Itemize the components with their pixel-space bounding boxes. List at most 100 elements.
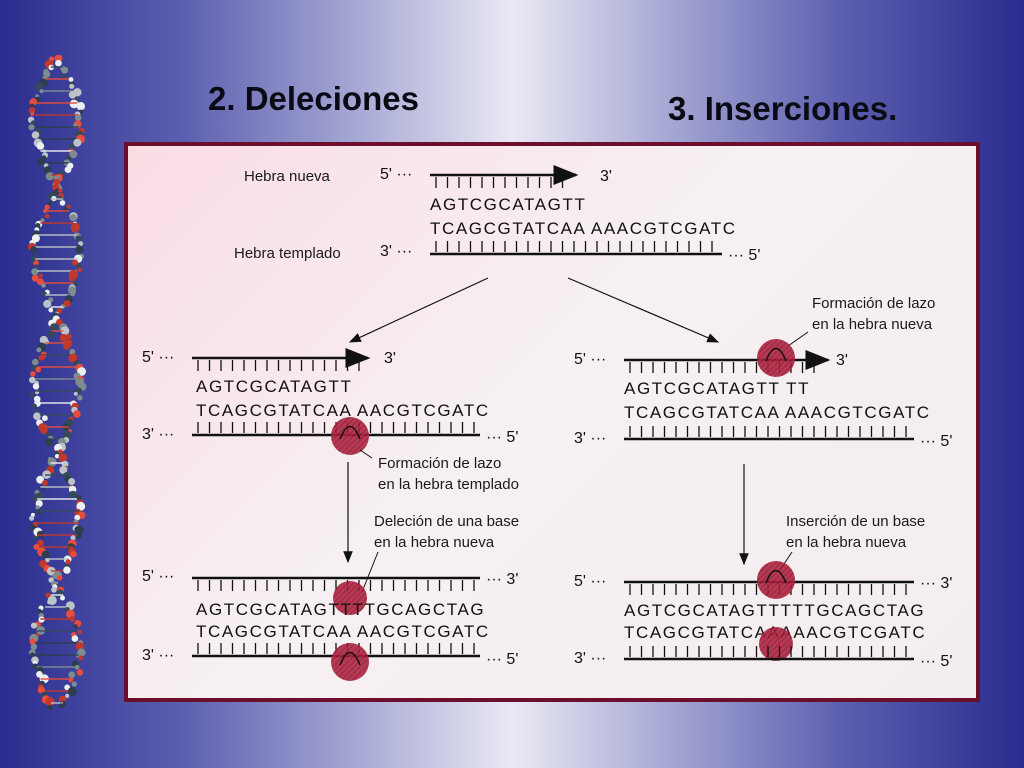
dna-atom <box>35 366 42 373</box>
dna-atom <box>78 655 84 661</box>
dna-atom <box>37 157 46 166</box>
dna-atom <box>45 172 54 181</box>
dna-atom <box>74 96 79 101</box>
dna-helix-decoration <box>27 55 87 710</box>
dna-atom <box>56 318 63 326</box>
del1-seq-template: TCAGCGTATCAA AACGTCGATC <box>196 401 490 420</box>
heading-insertions: 3. Inserciones. <box>668 90 898 127</box>
dna-atom <box>75 532 82 539</box>
dna-atom <box>68 90 77 99</box>
dna-atom <box>40 218 45 223</box>
dna-atom <box>38 273 43 278</box>
dna-atom <box>76 669 84 676</box>
del1-new-strand <box>192 348 371 371</box>
del2-top-loop <box>333 581 367 615</box>
del1-loop <box>331 417 369 455</box>
del2-new-3-end: ··· 3' <box>486 571 518 588</box>
dna-atom <box>68 275 75 282</box>
dna-atom <box>60 326 70 336</box>
dna-atom <box>59 334 68 343</box>
dna-atom <box>30 643 37 650</box>
dna-atom <box>30 246 37 253</box>
del-loop-note-1: Formación de lazo <box>378 455 501 472</box>
dna-atom <box>73 410 81 418</box>
dna-atom <box>43 166 52 175</box>
dna-atom <box>34 82 43 91</box>
dna-atom <box>61 66 69 74</box>
dna-atom <box>61 460 69 468</box>
dna-atom <box>75 245 84 254</box>
dna-atom <box>75 235 82 242</box>
dna-atom <box>58 453 68 462</box>
dna-atom <box>31 274 39 282</box>
ins-result-note-1: Inserción de un base <box>786 513 925 530</box>
del1-loop-pointer <box>359 449 373 459</box>
mutation-diagram: Hebra nueva 5' ··· 3' AGTCGCATAGTT TCAGC… <box>142 165 952 681</box>
ins1-seq-new: AGTCGCATAGTT TT <box>624 379 810 398</box>
del-result-pointer <box>361 551 379 593</box>
dna-atom <box>47 704 53 710</box>
dna-atom <box>73 138 82 147</box>
top-new-5-end: 5' ··· <box>380 166 412 183</box>
ins2-new-5-end: 5' ··· <box>574 573 606 590</box>
dna-atom <box>68 671 76 679</box>
dna-atom <box>54 454 60 459</box>
dna-atom <box>68 143 75 150</box>
ins1-new-5-end: 5' ··· <box>574 351 606 368</box>
dna-atom <box>30 112 35 116</box>
mutation-diagram-panel: Hebra nueva 5' ··· 3' AGTCGCATAGTT TCAGC… <box>124 142 980 702</box>
arrow-to-insertion <box>567 277 720 343</box>
del2-seq-template: TCAGCGTATCAA AACGTCGATC <box>196 622 490 641</box>
ins2-new-3-end: ··· 3' <box>920 575 952 592</box>
dna-atom <box>36 475 44 484</box>
dna-atom <box>64 166 72 173</box>
top-template-strand <box>430 241 722 256</box>
dna-atom <box>33 412 41 421</box>
dna-atom <box>65 559 71 565</box>
dna-atom <box>30 622 38 629</box>
top-new-strand <box>430 165 579 188</box>
ins2-seq-new: AGTCGCATAGTTTTTGCAGCTAG <box>624 601 925 620</box>
dna-atom <box>76 501 86 511</box>
dna-atom <box>71 681 77 687</box>
dna-atom <box>35 500 43 508</box>
dna-atom <box>29 638 36 646</box>
dna-atom <box>61 73 67 79</box>
top-new-3-end: 3' <box>600 168 612 185</box>
dna-atom <box>43 299 52 308</box>
dna-atom <box>29 98 37 106</box>
ins2-bottom-loop <box>759 627 793 661</box>
del-result-note-1: Deleción de una base <box>374 513 519 530</box>
dna-atom <box>76 495 82 501</box>
dna-atom <box>57 188 63 193</box>
ins-loop-note-2: en la hebra nueva <box>812 316 933 333</box>
dna-atom <box>30 371 36 377</box>
dna-atom <box>32 358 39 366</box>
del2-seq-new: AGTCGCATAGTTTTGCAGCTAG <box>196 600 485 619</box>
top-seq-template: TCAGCGTATCAA AAACGTCGATC <box>430 219 737 238</box>
dna-atom <box>46 431 51 437</box>
dna-atom <box>67 687 77 697</box>
dna-atom <box>76 102 85 111</box>
top-seq-new: AGTCGCATAGTT <box>430 195 586 214</box>
dna-atom <box>30 103 35 108</box>
dna-atom <box>73 624 78 629</box>
dna-atom <box>69 290 76 297</box>
dna-atom <box>44 213 50 219</box>
ins2-template-3-end: 3' ··· <box>574 650 606 667</box>
del1-template-3-end: 3' ··· <box>142 426 174 443</box>
dna-atom <box>37 539 44 547</box>
dna-atom <box>29 392 35 398</box>
dna-atom <box>36 608 42 614</box>
top-template-3-end: 3' ··· <box>380 243 412 260</box>
dna-atom <box>69 348 76 355</box>
dna-atom <box>71 635 79 642</box>
ins-loop-note-1: Formación de lazo <box>812 295 935 312</box>
ins1-template-3-end: 3' ··· <box>574 430 606 447</box>
dna-atom <box>70 535 76 541</box>
del1-new-5-end: 5' ··· <box>142 349 174 366</box>
dna-atom <box>34 264 39 269</box>
dna-atom <box>68 490 78 500</box>
ins1-template-strand <box>624 426 914 441</box>
del1-template-5-end: ··· 5' <box>486 429 518 446</box>
